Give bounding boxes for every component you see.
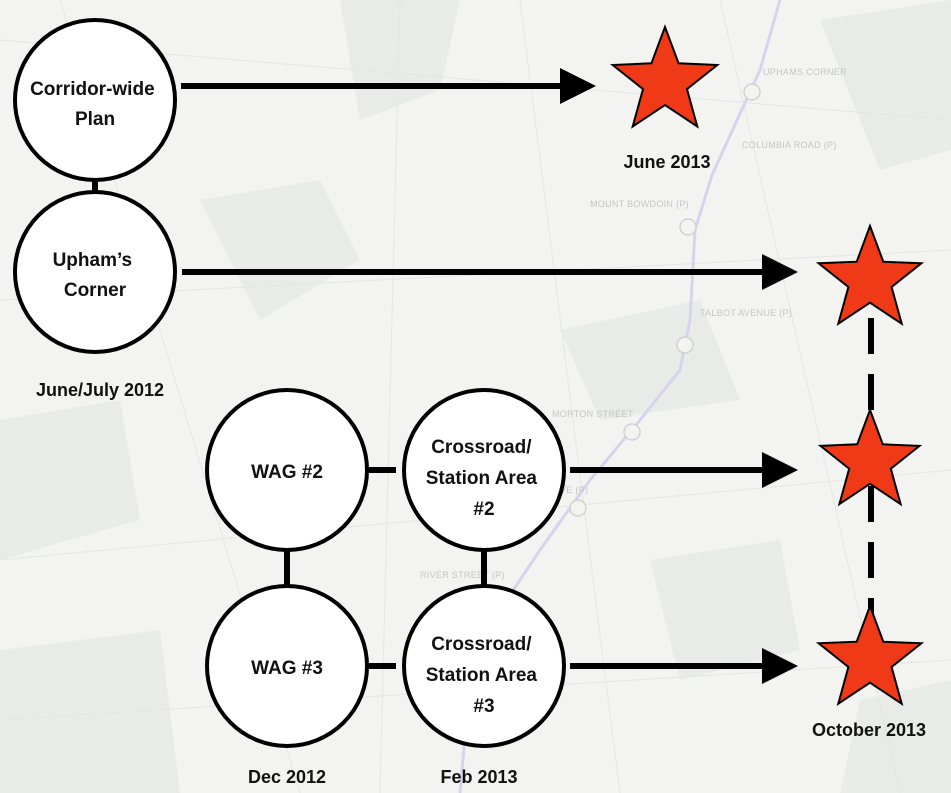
- star-icon-october-upham: [815, 223, 925, 327]
- node-label-uphams-corner: Upham’s Corner: [53, 250, 138, 301]
- map-label-mount-bowdoin: MOUNT BOWDOIN (P): [590, 199, 689, 209]
- map-label-morton-street: MORTON STREET: [552, 409, 634, 419]
- nodes: [13, 18, 566, 748]
- star-icon-october-crossroad-2: [817, 407, 923, 507]
- node-connectors: [92, 166, 487, 669]
- node-label-crossroad-2: Crossroad/ Station Area #2: [426, 437, 543, 520]
- map-label-river-street: RIVER STREET (P): [420, 570, 505, 580]
- node-crossroad-3: [402, 584, 566, 748]
- node-label-wag-2: WAG #2: [251, 462, 323, 483]
- label-october-2013: October 2013: [812, 720, 926, 740]
- timeline-arrows: [181, 68, 798, 684]
- label-june-july-2012: June/July 2012: [36, 380, 164, 400]
- node-wag-2: [205, 388, 369, 552]
- label-dec-2012: Dec 2012: [248, 767, 326, 787]
- node-labels: Corridor-wide Plan Upham’s Corner WAG #2…: [30, 79, 543, 717]
- star-icon-october-crossroad-3: [815, 603, 925, 707]
- map-label-columbia-road: COLUMBIA ROAD (P): [742, 140, 837, 150]
- node-label-corridor-wide-plan: Corridor-wide Plan: [30, 79, 160, 130]
- node-corridor-wide-plan: [13, 18, 177, 182]
- milestone-stars: [609, 24, 925, 707]
- node-label-crossroad-3: Crossroad/ Station Area #3: [426, 634, 543, 717]
- map-label-talbot-avenue: TALBOT AVENUE (P): [700, 308, 792, 318]
- label-june-2013: June 2013: [623, 152, 710, 172]
- star-icon-june-2013: [609, 24, 721, 129]
- node-wag-3: [205, 584, 369, 748]
- label-feb-2013: Feb 2013: [440, 767, 517, 787]
- date-labels: June 2013 June/July 2012 October 2013 De…: [36, 152, 926, 787]
- node-crossroad-2: [402, 388, 566, 552]
- station-markers: [569, 83, 761, 517]
- map-label-uphams-corner: UPHAMS CORNER: [763, 67, 847, 77]
- map-label-blue-hill-fragment: VE (P): [560, 485, 588, 495]
- node-uphams-corner: [13, 190, 177, 354]
- node-label-wag-3: WAG #3: [251, 658, 323, 679]
